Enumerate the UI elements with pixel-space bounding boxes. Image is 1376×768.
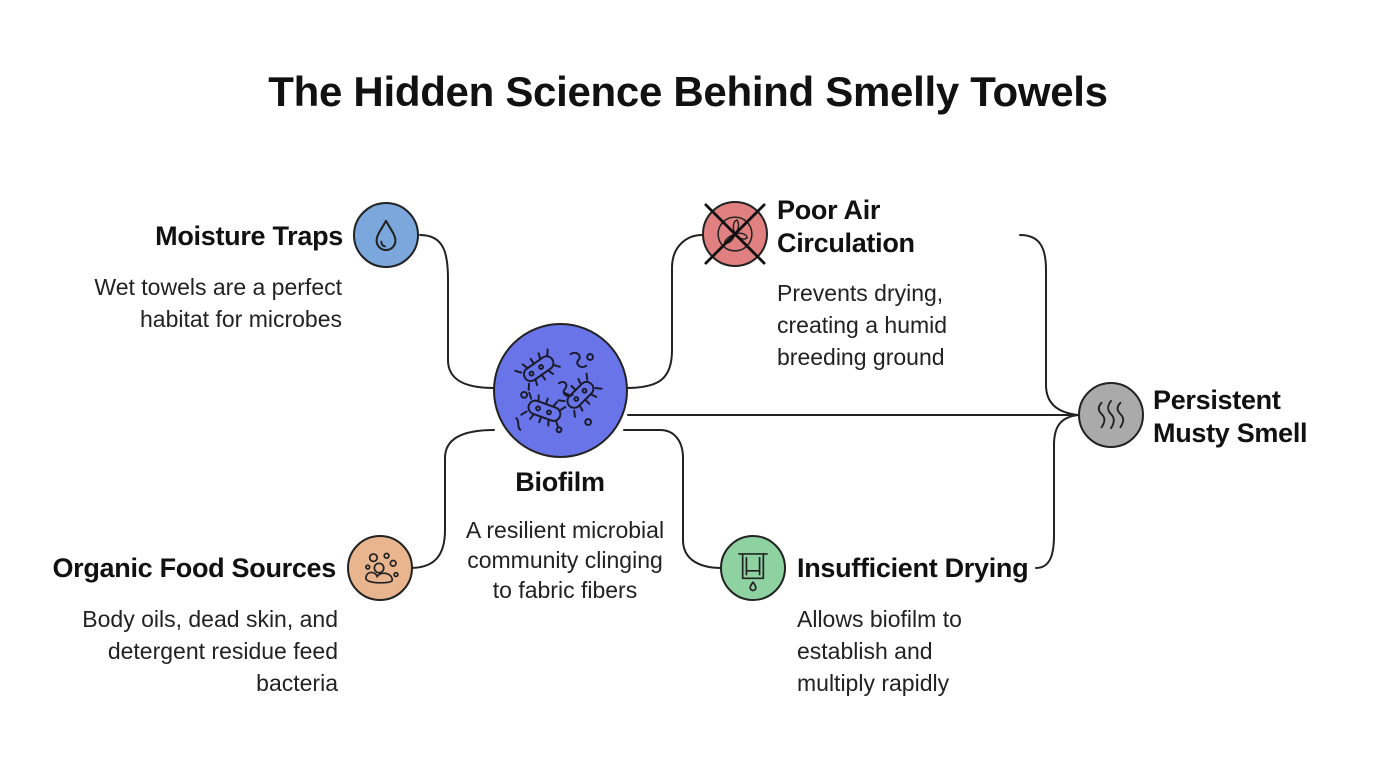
particles-icon	[365, 552, 399, 584]
air-description: Prevents drying, creating a humid breedi…	[777, 280, 948, 370]
connector-biofilm-air	[625, 234, 703, 389]
water-drop-icon	[375, 219, 397, 252]
connector-moisture-biofilm	[419, 234, 495, 389]
crossed-fan-icon	[704, 203, 766, 265]
biofilm-heading: Biofilm	[515, 467, 605, 497]
drying-heading: Insufficient Drying	[797, 553, 1029, 583]
bacteria-icon	[514, 348, 603, 434]
moisture-heading: Moisture Traps	[155, 221, 343, 251]
odor-waves-icon	[1097, 399, 1125, 430]
diagram-title: The Hidden Science Behind Smelly Towels	[268, 68, 1108, 115]
organic-description: Body oils, dead skin, and detergent resi…	[82, 606, 338, 696]
connector-drying-smell	[1035, 414, 1079, 569]
air-heading: Poor Air Circulation	[777, 195, 915, 258]
organic-node	[347, 535, 413, 601]
moisture-description: Wet towels are a perfect habitat for mic…	[94, 274, 342, 332]
organic-heading: Organic Food Sources	[52, 553, 336, 583]
drying-description: Allows biofilm to establish and multiply…	[797, 606, 962, 696]
biofilm-node	[493, 323, 628, 458]
smell-heading: Persistent Musty Smell	[1153, 385, 1308, 448]
air-node	[702, 201, 768, 267]
moisture-node	[353, 202, 419, 268]
connector-biofilm-drying	[623, 429, 723, 569]
drying-node	[720, 535, 786, 601]
smell-node	[1078, 382, 1144, 448]
hanging-towel-icon	[738, 553, 768, 592]
biofilm-description: A resilient microbial community clinging…	[465, 517, 665, 603]
connector-air-smell	[1019, 234, 1079, 416]
connector-organic-biofilm	[409, 429, 495, 569]
